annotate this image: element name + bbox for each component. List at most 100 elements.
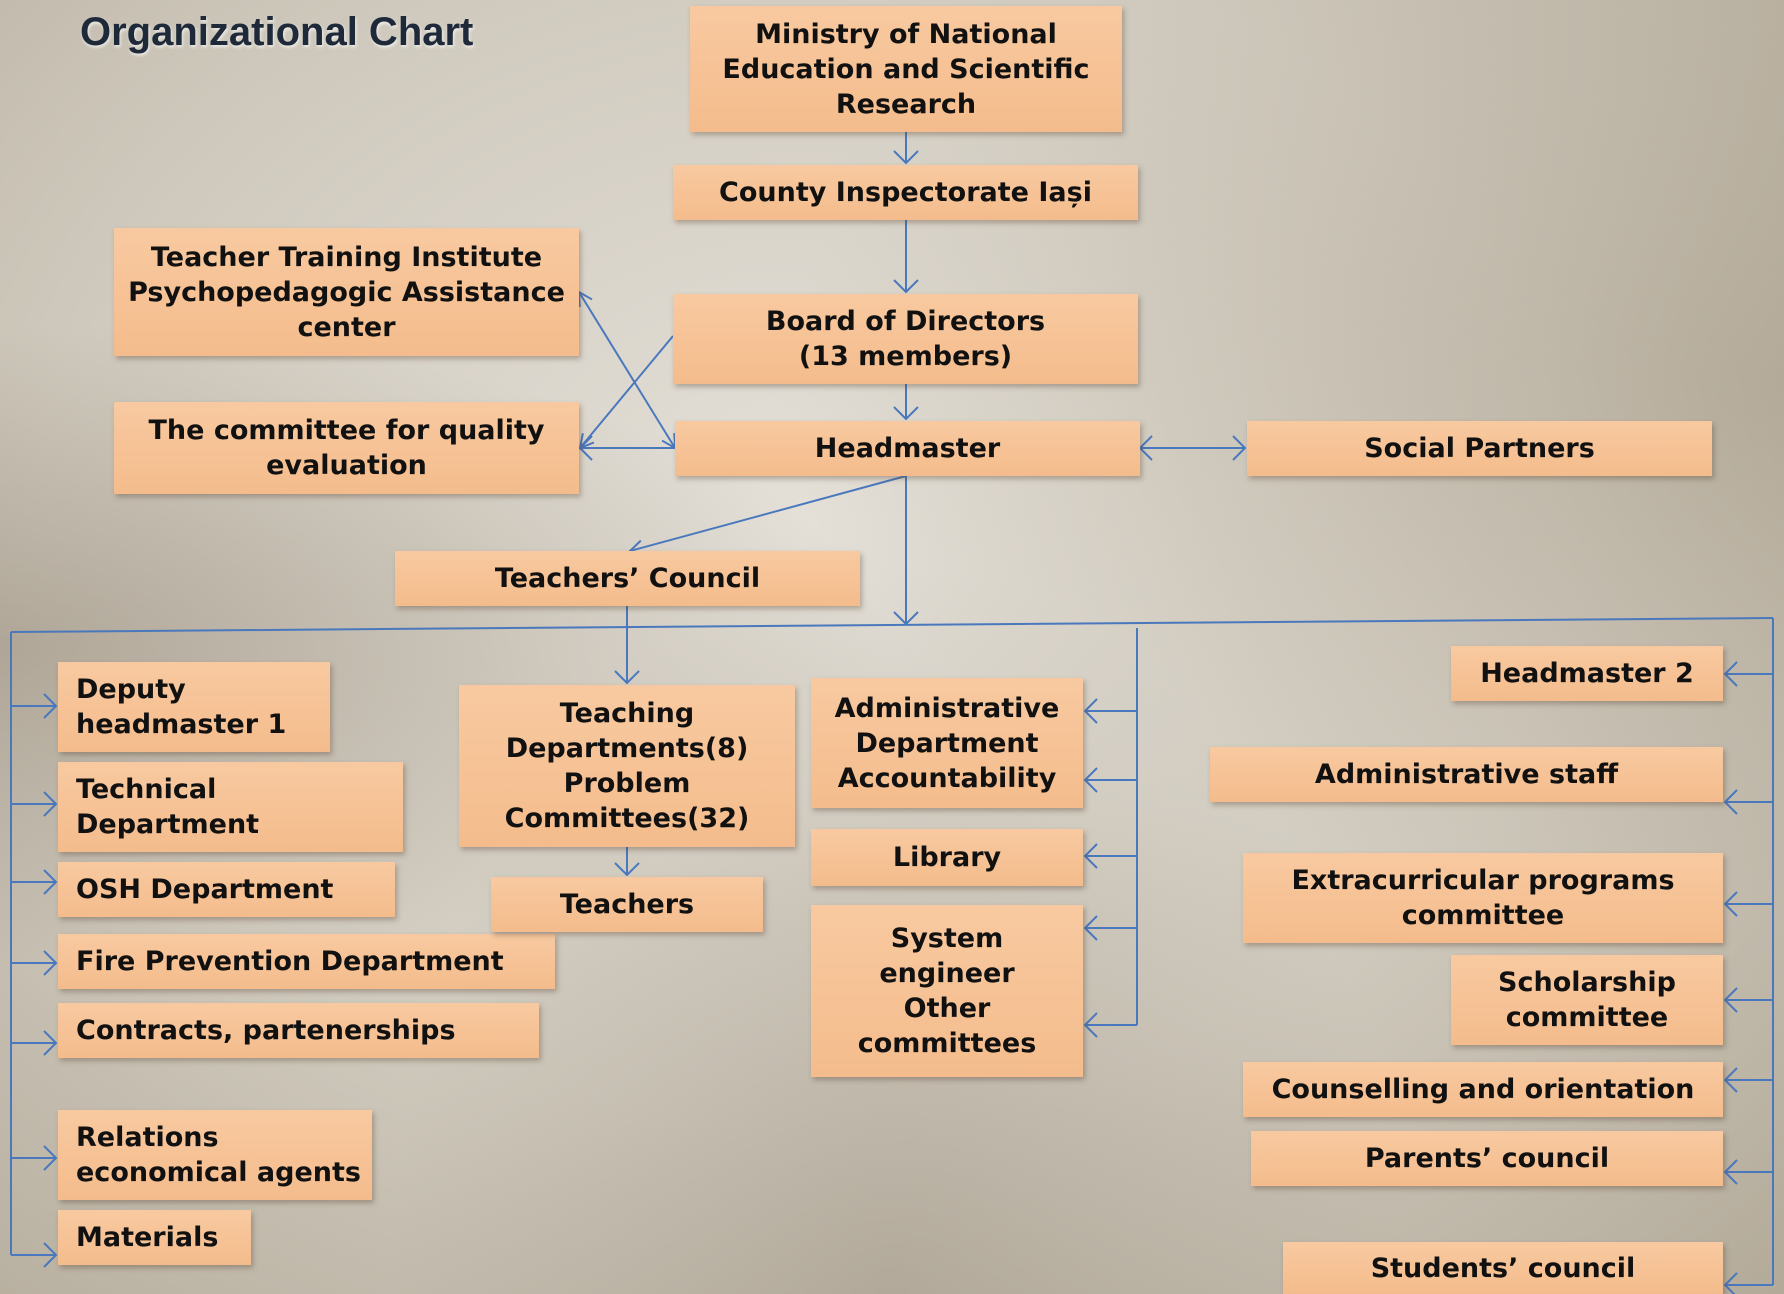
box-label-line: Social Partners xyxy=(1364,433,1595,464)
headmaster-2-box: Headmaster 2 xyxy=(1451,646,1723,701)
box-label-line: Administrative xyxy=(834,692,1060,724)
arrowhead xyxy=(614,862,640,877)
board-to-quality-line xyxy=(579,335,674,449)
box-label-line: Teachers’ Council xyxy=(494,563,761,594)
box-label-line: headmaster 1 xyxy=(76,709,287,740)
county-inspectorate-box: County Inspectorate Iași xyxy=(673,165,1138,220)
box-label-line: Parents’ council xyxy=(1364,1143,1610,1174)
students-council-box: Students’ council xyxy=(1283,1242,1723,1294)
box-label-line: Technical xyxy=(76,774,217,805)
box-label-line: center xyxy=(297,311,396,343)
box-label-line: Research xyxy=(835,88,977,120)
box-label-line: Relations xyxy=(76,1122,219,1153)
box-label-line: Contracts, partenerships xyxy=(76,1015,456,1046)
headmaster-box: Headmaster xyxy=(675,421,1140,476)
social-partners-box: Social Partners xyxy=(1247,421,1712,476)
box-label-line: Psychopedagogic Assistance xyxy=(128,276,565,308)
box-label-line: The committee for quality xyxy=(148,415,545,446)
box-label-line: Extracurricular programs xyxy=(1291,865,1675,896)
box-label-line: Counselling and orientation xyxy=(1271,1074,1695,1105)
box-label-line: committee xyxy=(1505,1002,1669,1033)
arrowhead xyxy=(577,290,593,308)
box-label-line: OSH Department xyxy=(76,874,334,905)
administrative-staff-box: Administrative staff xyxy=(1210,747,1723,802)
deputy-headmaster-1-box: Deputy headmaster 1 xyxy=(58,662,330,752)
arrowhead xyxy=(1083,767,1098,793)
box-label-line: System xyxy=(890,923,1004,954)
box-label-line: Teaching xyxy=(559,698,695,729)
box-label-line: committee xyxy=(1401,900,1565,931)
headmaster-to-teachers-council-line xyxy=(629,475,907,552)
box-label-line: engineer xyxy=(879,958,1015,989)
fire-prevention-department-box: Fire Prevention Department xyxy=(58,934,555,989)
box-label-line: Education and Scientific xyxy=(722,53,1090,85)
box-label-line: Materials xyxy=(76,1222,219,1253)
box-label-line: Teacher Training Institute xyxy=(150,241,543,273)
chart-title: Organizational Chart xyxy=(80,10,474,54)
arrowhead xyxy=(893,150,919,165)
box-label-line: Accountability xyxy=(837,762,1057,794)
box-label-line: Scholarship xyxy=(1498,967,1676,998)
arrowhead xyxy=(43,869,58,895)
box-label-line: County Inspectorate Iași xyxy=(719,177,1092,208)
box-label-line: Board of Directors xyxy=(765,306,1046,337)
box-label-line: Headmaster 2 xyxy=(1480,658,1694,689)
arrowhead xyxy=(1723,1067,1738,1093)
box-label-line: committees xyxy=(857,1028,1037,1059)
arrowhead xyxy=(1083,698,1098,724)
box-label-line: Deputy xyxy=(76,674,186,705)
arrowhead xyxy=(1723,891,1738,917)
box-label-line: Department xyxy=(855,727,1039,759)
arrowhead xyxy=(661,432,677,450)
box-label-line: Ministry of National xyxy=(755,18,1057,50)
arrowhead xyxy=(1138,435,1153,461)
materials-box: Materials xyxy=(58,1210,251,1265)
arrowhead xyxy=(1083,915,1098,941)
arrowhead xyxy=(43,950,58,976)
arrowhead xyxy=(1723,661,1738,687)
box-label-line: Administrative staff xyxy=(1314,759,1619,790)
relations-economical-agents-box: Relations economical agents xyxy=(58,1110,372,1200)
arrowhead xyxy=(1723,789,1738,815)
scholarship-committee-box: Scholarship committee xyxy=(1451,955,1723,1045)
box-label-line: Problem xyxy=(563,768,691,799)
arrowhead xyxy=(43,791,58,817)
arrowhead xyxy=(1723,1159,1738,1185)
distribution-bar xyxy=(10,617,1774,633)
library-box: Library xyxy=(811,829,1083,886)
arrowhead xyxy=(893,406,919,421)
osh-department-box: OSH Department xyxy=(58,862,395,917)
teachers-council-box: Teachers’ Council xyxy=(395,551,860,606)
board-of-directors-box: Board of Directors (13 members) xyxy=(673,294,1138,384)
box-label-line: (13 members) xyxy=(798,341,1013,372)
box-label-line: Teachers xyxy=(559,889,695,920)
arrowhead xyxy=(1083,1012,1098,1038)
arrowhead xyxy=(1232,435,1247,461)
arrowhead xyxy=(614,670,640,685)
arrowhead xyxy=(1723,1272,1738,1294)
box-label-line: Committees(32) xyxy=(504,803,750,834)
counselling-orientation-box: Counselling and orientation xyxy=(1243,1062,1723,1117)
box-label-line: Students’ council xyxy=(1370,1252,1636,1284)
quality-committee-box: The committee for quality evaluation xyxy=(114,402,579,494)
box-label-line: Departments(8) xyxy=(505,733,749,764)
box-label-line: economical agents xyxy=(76,1157,361,1188)
arrowhead xyxy=(43,1145,58,1171)
box-label-line: Library xyxy=(892,842,1002,873)
arrowhead xyxy=(43,693,58,719)
parents-council-box: Parents’ council xyxy=(1251,1131,1723,1186)
box-label-line: Headmaster xyxy=(814,433,1001,464)
teachers-box: Teachers xyxy=(491,877,763,932)
arrowhead xyxy=(1723,987,1738,1013)
arrowhead xyxy=(578,435,593,461)
box-label-line: evaluation xyxy=(266,450,427,481)
contracts-partnerships-box: Contracts, partenerships xyxy=(58,1003,539,1058)
extracurricular-programs-box: Extracurricular programs committee xyxy=(1243,853,1723,943)
